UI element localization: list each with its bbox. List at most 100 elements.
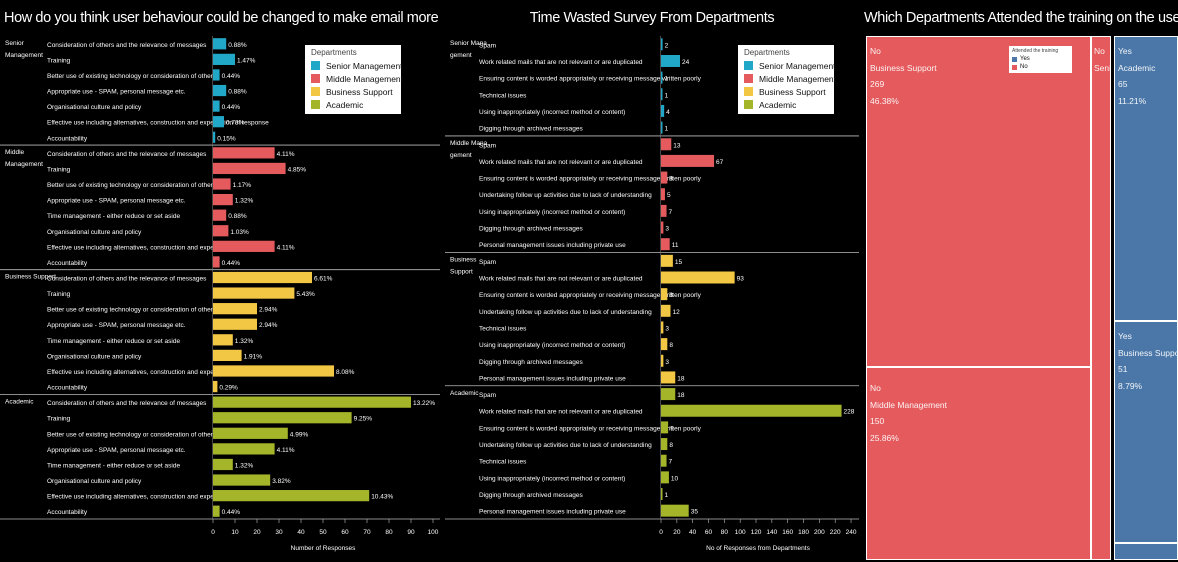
bar-business-support-time-management-either-reduce-: [213, 334, 233, 346]
tick-label: 180: [798, 529, 809, 536]
data-label: 8: [669, 442, 673, 449]
legend-item-business[interactable]: Business Support: [744, 85, 828, 98]
category-label-spam: Spam: [479, 392, 496, 399]
data-label: 4.11%: [277, 151, 295, 158]
legend-swatch: [1012, 56, 1017, 62]
bar-business-support-ensuring-content-is-worded-app: [661, 288, 668, 301]
data-label: 4.99%: [290, 431, 309, 438]
bar-middle-management-personal-management-issues-inc: [661, 238, 670, 251]
data-label: 0.44%: [222, 509, 241, 516]
category-label-appropriate-use-spam-personal-message-et: Appropriate use - SPAM, personal message…: [47, 447, 186, 454]
tile-no-senior[interactable]: No Senior: [1091, 36, 1111, 560]
category-label-training: Training: [47, 166, 71, 173]
legend-item-middle[interactable]: Middle Management: [744, 72, 836, 85]
tile-pct: 8.79%: [1118, 380, 1143, 391]
tick-label: 100: [428, 529, 439, 536]
bar-business-support-technical-issues: [661, 321, 664, 334]
legend-swatch: [311, 74, 320, 83]
legend-item-middle[interactable]: Middle Management: [311, 72, 403, 85]
data-label: 6.61%: [314, 276, 333, 283]
data-label: 0.29%: [219, 385, 238, 392]
behaviour-chart-panel: How do you think user behaviour could be…: [0, 0, 440, 562]
tile-no-business-support[interactable]: No Business Support 269 46.38%: [866, 36, 1091, 367]
category-label-training: Training: [47, 57, 71, 64]
category-label-organisational-culture-and-policy: Organisational culture and policy: [47, 229, 142, 236]
legend-swatch: [311, 61, 320, 70]
bar-senior-management-ensuring-content-is-worded-app: [661, 71, 663, 84]
tile-attended: Yes: [1118, 331, 1132, 341]
bar-senior-management-digging-through-archived-messa: [661, 121, 663, 134]
bar-middle-management-time-management-either-reduce-: [213, 209, 227, 221]
bar-business-support-effective-use-including-altern: [213, 365, 334, 377]
data-label: 0.44%: [222, 73, 241, 80]
group-label: Academic: [450, 390, 479, 397]
category-label-spam: Spam: [479, 142, 496, 149]
time-wasted-chart-title: Time Wasted Survey From Departments: [529, 10, 775, 26]
bar-academic-spam: [661, 388, 676, 401]
tick-label: 140: [766, 529, 777, 536]
data-label: 10: [671, 475, 679, 482]
data-label: 0.44%: [222, 260, 241, 267]
tile-yes-academic[interactable]: Yes Academic 65 11.21%: [1114, 36, 1178, 321]
data-label: 35: [691, 509, 699, 516]
category-label-better-use-of-existing-technology-or-con: Better use of existing technology or con…: [47, 182, 217, 189]
data-label: 1.32%: [235, 198, 254, 205]
bar-senior-management-technical-issues: [661, 88, 663, 101]
bar-middle-management-appropriate-use-spam-personal-: [213, 193, 233, 206]
tick-label: 60: [341, 529, 349, 536]
category-label-work-related-mails-that-are-not-relevant: Work related mails that are not relevant…: [479, 276, 643, 283]
tick-label: 80: [385, 529, 393, 536]
x-axis-title: Number of Responses: [291, 545, 356, 552]
bar-academic-technical-issues: [661, 454, 667, 467]
category-label-appropriate-use-spam-personal-message-et: Appropriate use - SPAM, personal message…: [47, 198, 186, 205]
category-label-digging-through-archived-messages: Digging through archived messages: [479, 226, 583, 233]
bar-business-support-organisational-culture-and-pol: [213, 349, 242, 362]
tile-yes-business-support[interactable]: Yes Business Support 51 8.79%: [1114, 321, 1178, 543]
legend-swatch: [311, 87, 320, 96]
bar-senior-management-training: [213, 53, 235, 65]
category-label-ensuring-content-is-worded-appropriately: Ensuring content is worded appropriately…: [479, 292, 702, 299]
data-label: 93: [737, 276, 745, 283]
legend-item-senior[interactable]: Senior Management: [744, 59, 836, 72]
legend-item-business[interactable]: Business Support: [311, 85, 395, 98]
tile-yes-other[interactable]: [1114, 543, 1178, 560]
bar-academic-ensuring-content-is-worded-app: [661, 421, 669, 434]
bar-middle-management-undertaking-follow-up-activiti: [661, 188, 665, 201]
data-label: 5.43%: [296, 291, 315, 298]
bar-senior-management-organisational-culture-and-pol: [213, 100, 220, 112]
tile-no-middle-management[interactable]: No Middle Management 150 25.86%: [866, 367, 1091, 560]
bar-senior-management-better-use-of-existing-technol: [213, 69, 220, 81]
bar-middle-management-effective-use-including-altern: [213, 240, 275, 252]
data-label: 2.94%: [259, 322, 278, 329]
category-label-effective-use-including-alternatives-con: Effective use including alternatives, co…: [47, 244, 269, 251]
category-label-time-management-either-reduce-or-set-asi: Time management - either reduce or set a…: [47, 462, 180, 469]
category-label-accountability: Accountability: [47, 509, 88, 516]
tile-department: Business Support: [1118, 347, 1178, 358]
bar-academic-consideration-of-others-and-th: [213, 396, 411, 408]
training-treemap-panel: Which Departments Attended the training …: [864, 0, 1178, 562]
group-label: Business Support: [5, 274, 56, 281]
data-label: 1: [665, 92, 669, 99]
legend-item-senior[interactable]: Senior Management: [311, 59, 403, 72]
bar-business-support-spam: [661, 254, 673, 267]
category-label-accountability: Accountability: [47, 260, 88, 267]
category-label-better-use-of-existing-technology-or-con: Better use of existing technology or con…: [47, 307, 217, 314]
bar-business-support-work-related-mails-that-are-no: [661, 271, 735, 284]
legend-item-yes[interactable]: Yes: [1012, 55, 1069, 63]
bar-middle-management-accountability: [213, 256, 220, 268]
category-label-training: Training: [47, 291, 71, 298]
data-label: 0.88%: [228, 42, 247, 49]
legend-swatch: [744, 61, 753, 70]
tile-attended: Yes: [1118, 46, 1132, 56]
category-label-ensuring-content-is-worded-appropriately: Ensuring content is worded appropriately…: [479, 176, 702, 183]
bar-business-support-using-inappropriately-incorrec: [661, 338, 668, 351]
data-label: 12: [673, 309, 681, 316]
legend-item-no[interactable]: No: [1012, 63, 1069, 71]
data-label: 24: [682, 59, 690, 66]
category-label-technical-issues: Technical issues: [479, 325, 527, 332]
legend-item-academic[interactable]: Academic: [311, 98, 395, 111]
bar-business-support-training: [213, 287, 295, 299]
data-label: 8.08%: [336, 369, 355, 376]
data-label: 13: [673, 142, 681, 149]
legend-item-academic[interactable]: Academic: [744, 98, 828, 111]
